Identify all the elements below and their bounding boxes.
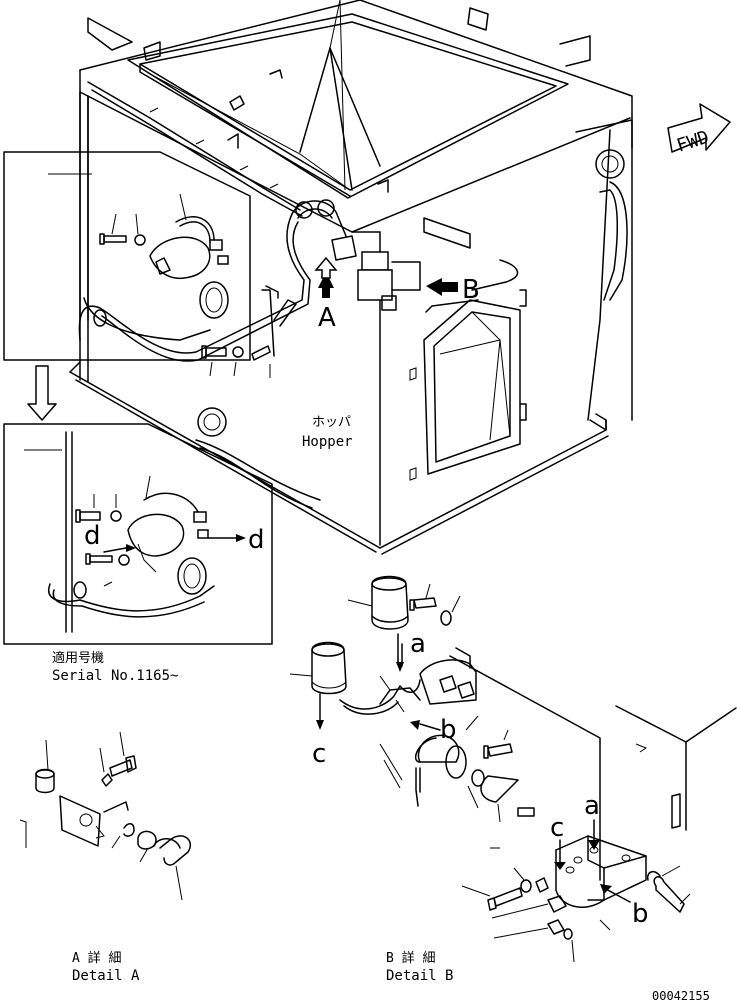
serial-label-en: Serial No.1165~ [52,668,178,684]
detail-a-label-en: Detail A [72,968,140,984]
hopper-body [69,0,633,555]
ref-c-bracket: c [550,813,564,843]
detail-a-label-jp: A 詳 細 [72,950,121,966]
ref-a-bracket: a [584,791,600,821]
view-arrow-b: B [426,275,480,305]
detail-b-label-jp: B 詳 細 [386,950,435,966]
ref-d-right: d [248,525,265,555]
ref-b-middle: b [440,715,457,745]
detail-a-drawing [19,731,191,901]
detail-b-drawing: c a b [449,655,737,963]
hopper-label-en: Hopper [302,434,353,450]
hopper-label-jp: ホッパ [312,415,351,430]
ref-a-middle: a [410,629,426,659]
beacon-exploded: a c b [289,575,535,823]
fwd-label: FWD [674,127,711,157]
fwd-arrow-icon: FWD [667,103,731,157]
ref-b-bracket: b [632,899,649,929]
view-a-label: A [318,303,336,333]
drawing-number: 00042155 [652,989,710,1003]
ref-d-left: d [84,521,101,551]
view-arrow-a: A [314,256,338,333]
serial-label-jp: 適用号機 [52,650,104,666]
ref-c-middle: c [312,739,326,769]
detail-b-label-en: Detail B [386,968,453,984]
detail-callout-serial: d d [3,423,273,645]
down-arrow-icon [27,365,57,421]
detail-callout-top [3,151,297,378]
view-b-label: B [462,275,480,305]
